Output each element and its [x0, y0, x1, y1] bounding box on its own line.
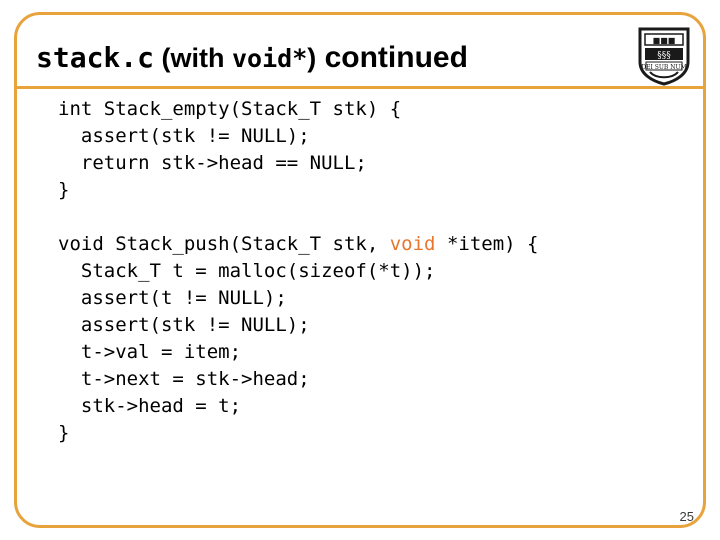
page-number: 25 [679, 509, 694, 524]
code-line: t->val = item; [58, 341, 242, 363]
code-line: Stack_T t = malloc(sizeof(*t)); [58, 260, 436, 282]
svg-text:§§§: §§§ [657, 51, 671, 61]
code-line: return stk->head == NULL; [58, 152, 367, 174]
title-divider-rule [17, 86, 703, 89]
code-segment: void Stack_push(Stack_T stk, [58, 233, 390, 255]
code-keyword-void: void [389, 233, 436, 255]
code-segment: *item) { [435, 233, 539, 255]
code-line: void Stack_push(Stack_T stk, void *item)… [58, 231, 698, 258]
title-filename: stack.c [36, 41, 155, 74]
code-line: assert(stk != NULL); [58, 125, 310, 147]
code-line: assert(t != NULL); [58, 287, 287, 309]
title-tail: continued [316, 41, 468, 74]
svg-text:DEI SUB NUM: DEI SUB NUM [641, 64, 686, 71]
code-line: assert(stk != NULL); [58, 314, 310, 336]
code-line: } [58, 179, 70, 201]
code-line: t->next = stk->head; [58, 368, 310, 390]
title-paren-open: (with [154, 43, 232, 73]
page-title: stack.c (with void*) continued [0, 41, 468, 75]
title-area: stack.c (with void*) continued [0, 30, 720, 86]
code-line: } [58, 422, 70, 444]
svg-text:■■■: ■■■ [653, 36, 676, 45]
code-line: stk->head = t; [58, 395, 242, 417]
title-paren-close: ) [307, 43, 317, 73]
title-type-void-pointer: void* [232, 44, 308, 73]
princeton-shield-logo: ■■■ §§§ DEI SUB NUM [636, 26, 692, 86]
code-block: int Stack_empty(Stack_T stk) { assert(st… [58, 96, 698, 447]
code-line [58, 204, 698, 231]
code-line: int Stack_empty(Stack_T stk) { [58, 98, 402, 120]
